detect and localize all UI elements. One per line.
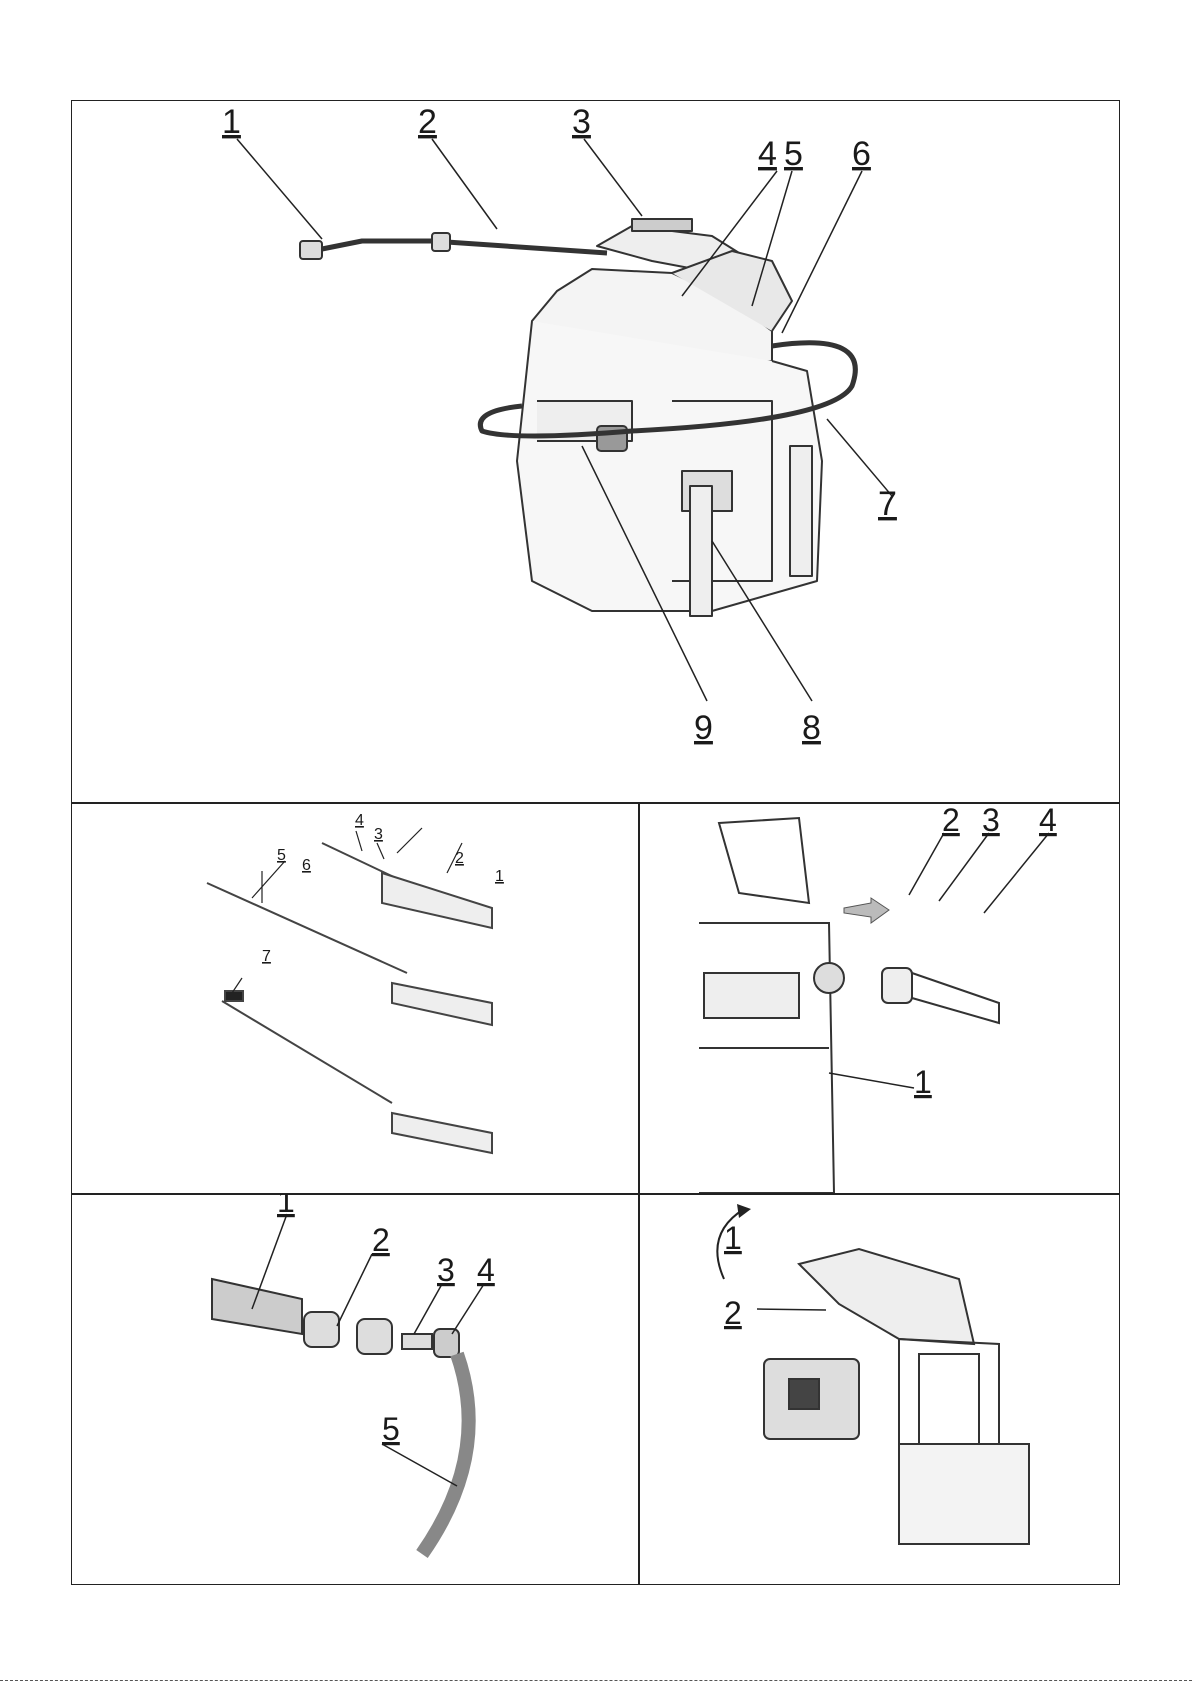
overview-panel: 1 2 3 4 5 6 7 8 9: [71, 100, 1120, 804]
callout-4: 4: [758, 135, 777, 173]
callout-2: 2: [418, 103, 437, 141]
callout-5: 5: [277, 847, 286, 864]
callout-3: 3: [982, 803, 1000, 838]
sprayer-overview-illustration: 1 2 3 4 5 6 7 8 9: [72, 101, 1120, 804]
callout-7: 7: [878, 485, 897, 523]
callout-2: 2: [724, 1295, 742, 1331]
callout-2: 2: [372, 1222, 390, 1258]
callout-6: 6: [302, 857, 311, 874]
callout-3: 3: [572, 103, 591, 141]
callout-5: 5: [784, 135, 803, 173]
lance-assembly-illustration: 4 3 2 1 5 6 7: [72, 803, 640, 1195]
callout-2: 2: [455, 850, 464, 867]
callout-8: 8: [802, 709, 821, 747]
page-bottom-rule: [0, 1680, 1192, 1681]
hose-fitting-illustration: 1 2 3 4 5: [72, 1194, 640, 1585]
callout-9: 9: [694, 709, 713, 747]
callout-1: 1: [277, 1194, 295, 1219]
nozzle-panel: 1 2 3 4 5: [71, 1193, 640, 1585]
callout-7: 7: [262, 948, 271, 965]
callout-1: 1: [222, 103, 241, 141]
callout-6: 6: [852, 135, 871, 173]
assembly-panel: 4 3 2 1 5 6 7: [71, 802, 640, 1195]
callout-1: 1: [724, 1220, 742, 1256]
callout-1: 1: [495, 868, 504, 885]
callout-4: 4: [355, 812, 364, 829]
callout-5: 5: [382, 1411, 400, 1447]
connect-panel: 2 3 4 1: [638, 802, 1120, 1195]
battery-panel: 1 2: [638, 1193, 1120, 1585]
callout-3: 3: [437, 1252, 455, 1288]
callout-3: 3: [374, 826, 383, 843]
callout-1: 1: [914, 1064, 932, 1100]
callout-4: 4: [1039, 803, 1057, 838]
callout-4: 4: [477, 1252, 495, 1288]
callout-2: 2: [942, 803, 960, 838]
hose-connection-illustration: 2 3 4 1: [639, 803, 1120, 1195]
battery-insertion-illustration: 1 2: [639, 1194, 1120, 1585]
